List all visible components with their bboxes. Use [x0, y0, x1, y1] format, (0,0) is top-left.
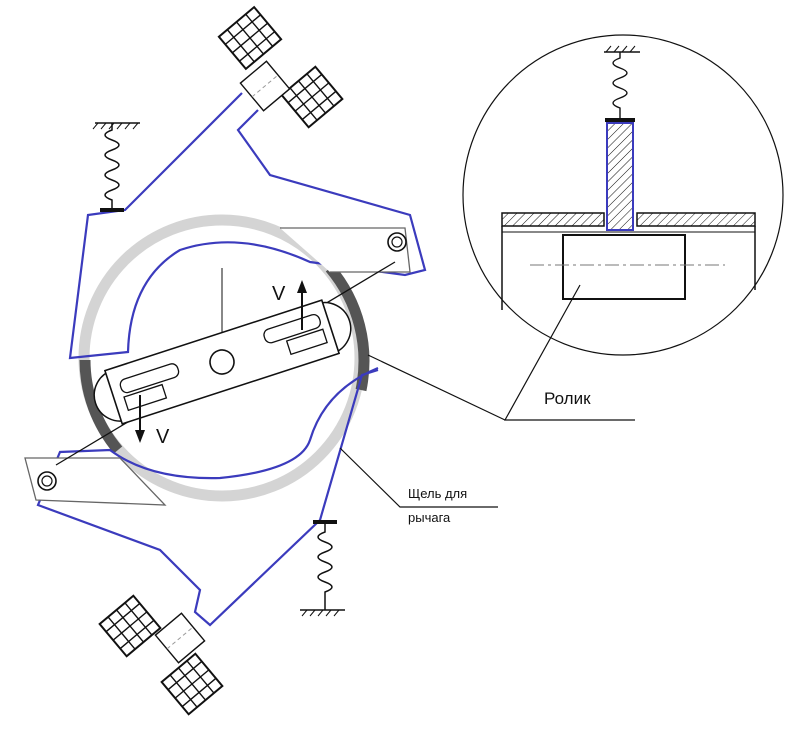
lever-slot-label-line2: рычага: [408, 510, 451, 525]
velocity-arrow-lower: [135, 395, 145, 443]
lower-lever: [24, 366, 379, 627]
lever-slot-leader: [339, 447, 498, 508]
roller-label: Ролик: [544, 389, 591, 408]
rotor-bar: [93, 299, 352, 425]
upper-pad-assembly: [217, 5, 344, 129]
lower-pad-assembly: [98, 594, 224, 716]
velocity-arrow-upper: [297, 280, 307, 330]
roller-leader: [367, 284, 635, 421]
lower-spring: [300, 520, 345, 617]
lever-slot-label-line1: Щель для: [408, 486, 467, 501]
upper-lever: [68, 92, 427, 360]
velocity-label-upper: V: [272, 283, 286, 305]
upper-spring: [92, 122, 140, 212]
detail-view: [462, 34, 784, 356]
velocity-label-lower: V: [156, 426, 170, 448]
